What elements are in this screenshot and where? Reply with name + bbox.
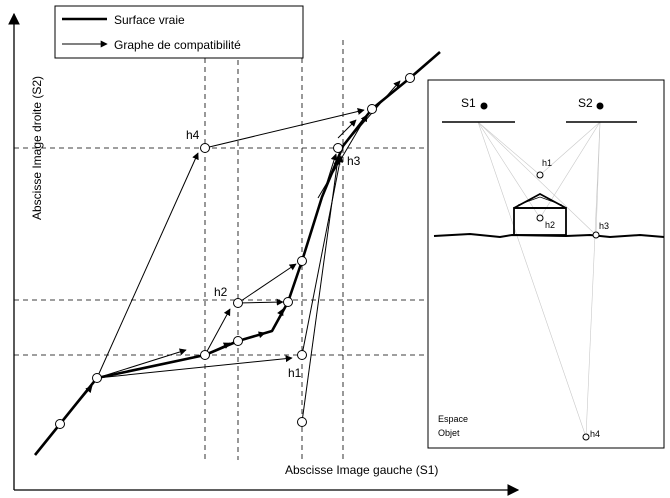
inset-s2-label: S2 bbox=[578, 96, 593, 110]
inset-node-h1 bbox=[536, 171, 544, 179]
node bbox=[297, 417, 307, 427]
arrow-j bbox=[271, 308, 284, 332]
graph-nodes bbox=[55, 73, 415, 429]
arrow-k bbox=[301, 153, 338, 262]
inset-box bbox=[427, 79, 665, 449]
inset-h1-label: h1 bbox=[542, 158, 552, 168]
true-surface-curve bbox=[33, 51, 441, 456]
node-h4 bbox=[200, 143, 210, 153]
node-h2 bbox=[233, 298, 243, 308]
inset-h2-label: h2 bbox=[545, 220, 555, 230]
arrow-p bbox=[317, 114, 368, 199]
arrow-h bbox=[237, 298, 284, 306]
node bbox=[405, 73, 415, 83]
arrow-e bbox=[204, 308, 231, 356]
label-h3: h3 bbox=[347, 154, 361, 168]
legend: Surface vraie Graphe de compatibilité bbox=[54, 5, 304, 59]
camera-s1 bbox=[480, 102, 488, 110]
arrow-i bbox=[237, 263, 297, 304]
object-space-label-line1: Espace bbox=[438, 414, 468, 424]
node-h1 bbox=[297, 350, 307, 360]
arrow-m bbox=[301, 157, 341, 423]
node bbox=[297, 256, 307, 266]
axes bbox=[8, 12, 520, 496]
node bbox=[233, 336, 243, 346]
ground-surface bbox=[433, 232, 665, 239]
legend-compat-graph-label: Graphe de compatibilité bbox=[114, 38, 241, 52]
label-h4: h4 bbox=[186, 128, 200, 142]
arrow-a bbox=[59, 385, 93, 425]
arrow-n bbox=[204, 108, 365, 149]
label-h2: h2 bbox=[214, 285, 228, 299]
x-axis-label: Abscisse Image gauche (S1) bbox=[285, 463, 438, 477]
node bbox=[283, 297, 293, 307]
guide-lines bbox=[14, 40, 430, 460]
arrow-q bbox=[337, 119, 357, 139]
arrow-b bbox=[96, 348, 187, 379]
inset-h3-label: h3 bbox=[599, 221, 609, 231]
label-h1: h1 bbox=[288, 366, 302, 380]
node-h3 bbox=[333, 143, 343, 153]
house-icon bbox=[513, 192, 567, 236]
node bbox=[55, 419, 65, 429]
arrow-d bbox=[96, 355, 293, 379]
inset-node-h3 bbox=[592, 231, 600, 239]
y-axis-label: Abscisse Image droite (S2) bbox=[30, 76, 44, 220]
node bbox=[367, 104, 377, 114]
arrow-l bbox=[301, 155, 344, 356]
inset-s1-label: S1 bbox=[461, 96, 476, 110]
sight-rays bbox=[477, 121, 601, 438]
inset-node-h4 bbox=[582, 433, 590, 441]
object-space-inset: S1 S2 h1 h2 h3 h4 Espace Objet bbox=[427, 79, 665, 449]
legend-box bbox=[54, 5, 304, 59]
camera-s2 bbox=[596, 102, 604, 110]
legend-true-surface-label: Surface vraie bbox=[114, 13, 185, 27]
node bbox=[92, 373, 102, 383]
object-space-label-line2: Objet bbox=[438, 428, 460, 438]
inset-h4-label: h4 bbox=[590, 429, 600, 439]
hypothesis-labels: h4 h3 h2 h1 bbox=[186, 128, 361, 380]
compatibility-graph bbox=[59, 80, 401, 425]
inset-node-h2 bbox=[536, 214, 544, 222]
node bbox=[200, 350, 210, 360]
arrow-c bbox=[96, 152, 199, 379]
